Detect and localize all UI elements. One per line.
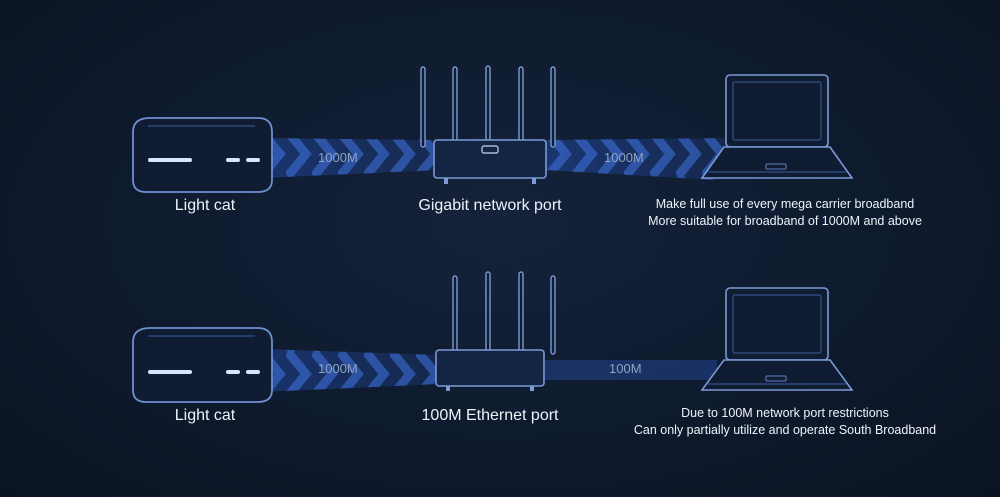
light-cat-icon bbox=[132, 327, 273, 403]
router-label: 100M Ethernet port bbox=[421, 407, 559, 424]
description-line-2: More suitable for broadband of 1000M and… bbox=[648, 214, 922, 228]
100m-router-icon bbox=[435, 271, 556, 391]
speed-label-in: 1000M bbox=[318, 150, 358, 165]
light-cat-label: Light cat bbox=[174, 407, 236, 424]
link-band-in bbox=[262, 349, 440, 392]
link-band-out bbox=[545, 138, 730, 180]
row-gigabit: 1000M 1000M bbox=[132, 65, 854, 193]
link-band-out bbox=[545, 360, 717, 380]
gigabit-router-icon bbox=[420, 65, 556, 184]
description-line-2: Can only partially utilize and operate S… bbox=[633, 423, 937, 437]
description-line-1: Make full use of every mega carrier broa… bbox=[655, 197, 915, 211]
light-cat-label: Light cat bbox=[174, 197, 236, 214]
router-label: Gigabit network port bbox=[418, 197, 562, 214]
laptop-icon bbox=[700, 74, 854, 179]
speed-label-out: 1000M bbox=[604, 150, 644, 165]
light-cat-icon bbox=[132, 117, 273, 193]
row-100m: 1000M 100M bbox=[132, 271, 854, 403]
description-line-1: Due to 100M network port restrictions bbox=[681, 406, 889, 420]
laptop-icon bbox=[700, 287, 854, 391]
speed-label-in: 1000M bbox=[318, 361, 358, 376]
link-band-in bbox=[262, 138, 440, 178]
speed-label-out: 100M bbox=[609, 361, 642, 376]
